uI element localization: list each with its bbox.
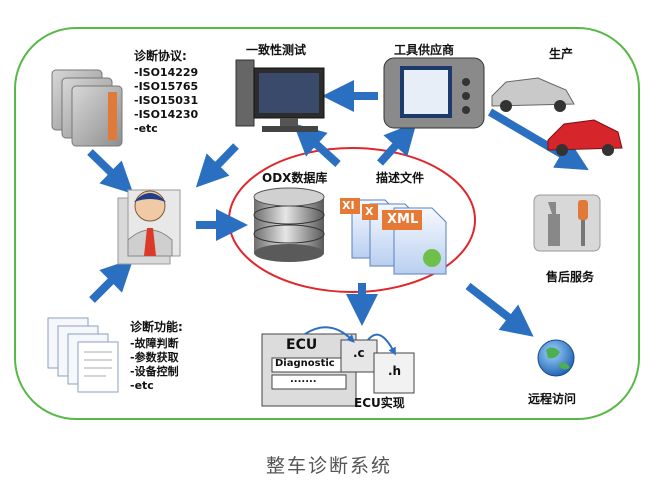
tool-supplier-label: 工具供应商 (394, 43, 455, 57)
xml-documents-icon (340, 198, 447, 275)
arrow-db-to-test (293, 123, 341, 167)
function-list: -故障判断 -参数获取 -设备控制 -etc (130, 337, 179, 393)
function-item: -etc (130, 379, 154, 392)
ecu-impl-label: ECU实现 (354, 396, 405, 410)
conformance-test-label: 一致性测试 (246, 43, 307, 57)
flow-arrows (87, 80, 589, 337)
ecu-dots: ....... (290, 374, 317, 385)
arrow-db-to-supplier (377, 122, 417, 166)
tools-icon (533, 194, 601, 252)
arrow-protocols-to-engineer (87, 149, 134, 195)
ecu-title: ECU (286, 337, 318, 353)
ecu-file-c: .c (353, 346, 365, 360)
diagram-caption: 整车诊断系统 (265, 455, 392, 477)
car-icons (491, 77, 623, 156)
arrow-to-remote (465, 282, 534, 337)
engineer-icon (117, 189, 181, 265)
ecu-diagnostic: Diagnostic (275, 358, 335, 369)
xml-tag: XML (387, 212, 419, 227)
protocol-list: -ISO14229 -ISO15765 -ISO15031 -ISO14230 … (134, 66, 198, 136)
protocol-item: -ISO14230 (134, 108, 199, 121)
computer-icon (235, 59, 325, 132)
production-label: 生产 (549, 47, 574, 61)
function-item: -参数获取 (130, 351, 179, 364)
odx-database-label: ODX数据库 (262, 171, 328, 185)
ecu-file-h: .h (388, 364, 402, 378)
protocols-title: 诊断协议: (134, 49, 187, 63)
arrow-functions-to-engineer (89, 258, 134, 303)
functions-title: 诊断功能: (130, 320, 183, 334)
xml-tag: X (365, 205, 374, 218)
protocol-item: -ISO14229 (134, 66, 199, 79)
globe-icon (537, 339, 575, 377)
diagram-frame (14, 27, 640, 420)
protocol-item: -ISO15765 (134, 80, 199, 93)
protocol-item: -ISO15031 (134, 94, 199, 107)
function-item: -故障判断 (130, 337, 179, 350)
xml-tag: XI (342, 199, 355, 212)
odx-database-icon (253, 187, 325, 262)
function-documents-icon (47, 317, 119, 393)
function-item: -设备控制 (130, 365, 179, 378)
description-files-label: 描述文件 (376, 171, 425, 185)
arrow-test-to-engineer (195, 143, 239, 188)
protocol-documents-icon (51, 69, 123, 147)
diagnostic-tool-icon (383, 57, 485, 129)
ecu-block (261, 326, 415, 407)
protocol-item: -etc (134, 122, 158, 135)
remote-access-label: 远程访问 (528, 392, 577, 406)
aftersales-label: 售后服务 (546, 270, 595, 284)
